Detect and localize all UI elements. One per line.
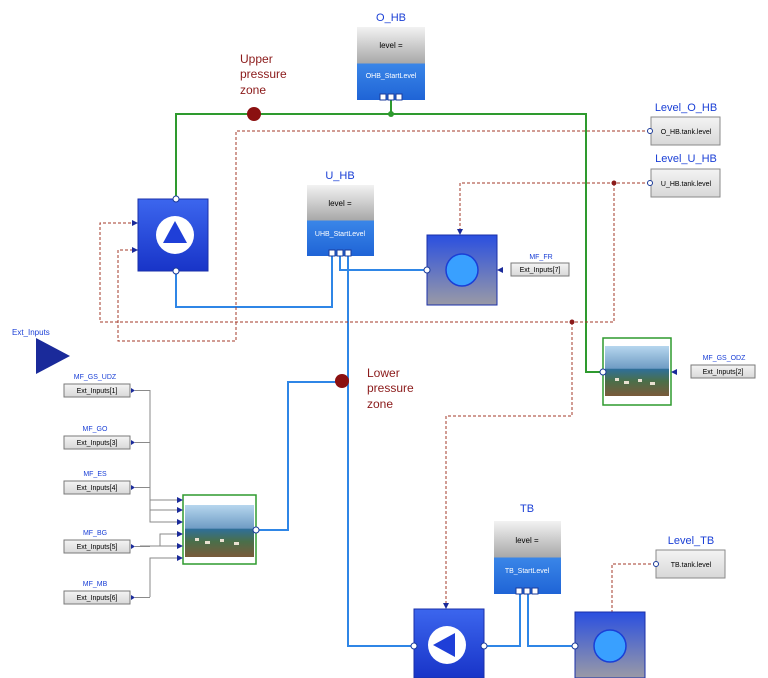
town-west[interactable]: [182, 494, 260, 565]
flow-input-mf-fr[interactable]: MF_FR Ext_Inputs[7]: [510, 254, 570, 277]
tank-title: TB: [520, 503, 534, 515]
svg-text:MF_FR: MF_FR: [529, 254, 552, 261]
svg-text:level =: level =: [379, 41, 403, 50]
svg-text:O_HB.tank.level: O_HB.tank.level: [661, 129, 712, 136]
svg-text:level =: level =: [328, 199, 352, 208]
consumer-circle-icon: [445, 253, 479, 287]
svg-text:Ext_Inputs: Ext_Inputs: [12, 328, 50, 337]
upper-zone-label: Upper pressure zone: [240, 52, 290, 97]
svg-text:Level_O_HB: Level_O_HB: [655, 102, 717, 114]
port[interactable]: [423, 266, 431, 274]
ext-input-box: [63, 383, 131, 398]
svg-text:TB_StartLevel: TB_StartLevel: [505, 568, 550, 575]
consumer-fr[interactable]: [423, 229, 503, 306]
svg-text:MF_BG: MF_BG: [83, 530, 107, 537]
svg-text:Ext_Inputs[4]: Ext_Inputs[4]: [77, 485, 118, 492]
tank-ports[interactable]: [328, 249, 352, 257]
tank-body: [357, 27, 425, 100]
flow-input-mf-gs-odz[interactable]: MF_GS_ODZ Ext_Inputs[2]: [690, 355, 756, 379]
source-arrow-icon: [36, 338, 70, 374]
port[interactable]: [653, 561, 659, 567]
level-output-o-hb[interactable]: Level_O_HB O_HB.tank.level: [647, 102, 721, 146]
pipe-junction-dot: [388, 111, 394, 117]
svg-text:MF_GS_ODZ: MF_GS_ODZ: [703, 355, 747, 362]
svg-text:MF_MB: MF_MB: [83, 581, 108, 588]
tank-title: U_HB: [325, 170, 354, 182]
svg-text:MF_GO: MF_GO: [83, 426, 108, 433]
svg-text:TB.tank.level: TB.tank.level: [671, 562, 712, 569]
ext-input-box: [690, 364, 756, 379]
level-output-tb[interactable]: Level_TB TB.tank.level: [653, 535, 726, 579]
tank-tb[interactable]: TB level = TB_StartLevel: [494, 503, 561, 595]
ext-input-box: [63, 480, 131, 495]
flow-input-mf-gs-udz[interactable]: MF_GS_UDZ Ext_Inputs[1]: [63, 374, 150, 398]
tank-ports[interactable]: [515, 587, 539, 595]
port[interactable]: [599, 368, 607, 376]
port[interactable]: [647, 128, 653, 134]
svg-text:Ext_Inputs[2]: Ext_Inputs[2]: [703, 369, 744, 376]
town-landscape-icon: [185, 505, 254, 557]
svg-text:Level_TB: Level_TB: [668, 535, 714, 547]
svg-text:level =: level =: [515, 536, 539, 545]
svg-text:MF_ES: MF_ES: [83, 471, 107, 478]
port[interactable]: [252, 526, 260, 534]
tank-ports[interactable]: [379, 93, 403, 101]
lower-pressure-marker[interactable]: [335, 374, 349, 388]
upper-pressure-marker[interactable]: [247, 107, 261, 121]
port[interactable]: [480, 642, 488, 650]
port[interactable]: [172, 267, 180, 275]
svg-text:Ext_Inputs[7]: Ext_Inputs[7]: [520, 267, 561, 274]
tank-body: [307, 185, 374, 256]
level-output-u-hb[interactable]: Level_U_HB U_HB.tank.level: [647, 153, 721, 198]
town-east[interactable]: [599, 337, 677, 406]
pump-upper[interactable]: [132, 195, 209, 275]
flow-input-blocks: MF_GS_UDZ Ext_Inputs[1] MF_GO Ext_Inputs[3]…: [63, 374, 150, 605]
tank-title: O_HB: [376, 12, 406, 24]
pump-lower[interactable]: [410, 603, 488, 678]
svg-text:U_HB.tank.level: U_HB.tank.level: [661, 181, 712, 188]
tank-o-hb[interactable]: O_HB level = OHB_StartLevel: [357, 12, 425, 101]
upper-zone-pipe: [175, 100, 603, 373]
port[interactable]: [571, 642, 579, 650]
signal-junction-dot: [569, 319, 575, 325]
flow-input-mf-bg[interactable]: MF_BG Ext_Inputs[5]: [63, 530, 150, 554]
signal-junction-dot: [611, 180, 617, 186]
consumer-tb[interactable]: [571, 611, 646, 678]
signal-lines: [99, 130, 656, 612]
consumer-circle-icon: [593, 629, 627, 663]
svg-text:Ext_Inputs[5]: Ext_Inputs[5]: [77, 544, 118, 551]
port[interactable]: [647, 180, 653, 186]
flow-input-wires: [140, 390, 183, 597]
port[interactable]: [410, 642, 418, 650]
ext-inputs-source[interactable]: Ext_Inputs: [12, 328, 70, 374]
level-output-box: [655, 549, 726, 579]
svg-text:MF_GS_UDZ: MF_GS_UDZ: [74, 374, 117, 381]
flow-input-mf-go[interactable]: MF_GO Ext_Inputs[3]: [63, 426, 150, 450]
flow-input-mf-mb[interactable]: MF_MB Ext_Inputs[6]: [63, 581, 150, 605]
ext-input-box: [63, 590, 131, 605]
tank-body: [494, 521, 561, 594]
lower-zone-label: Lower pressure zone: [367, 366, 417, 411]
lower-zone-pipe: [175, 256, 575, 647]
svg-text:Ext_Inputs[6]: Ext_Inputs[6]: [77, 595, 118, 602]
flow-input-mf-es[interactable]: MF_ES Ext_Inputs[4]: [63, 471, 150, 495]
svg-text:UHB_StartLevel: UHB_StartLevel: [315, 231, 366, 238]
ext-input-box: [63, 539, 131, 554]
svg-text:Ext_Inputs[3]: Ext_Inputs[3]: [77, 440, 118, 447]
svg-text:Ext_Inputs[1]: Ext_Inputs[1]: [77, 388, 118, 395]
svg-text:OHB_StartLevel: OHB_StartLevel: [366, 73, 417, 80]
svg-text:Level_U_HB: Level_U_HB: [655, 153, 717, 165]
ext-input-box: [510, 262, 570, 277]
town-landscape-icon: [605, 346, 669, 396]
ext-input-box: [63, 435, 131, 450]
tank-u-hb[interactable]: U_HB level = UHB_StartLevel: [307, 170, 374, 257]
port[interactable]: [172, 195, 180, 203]
